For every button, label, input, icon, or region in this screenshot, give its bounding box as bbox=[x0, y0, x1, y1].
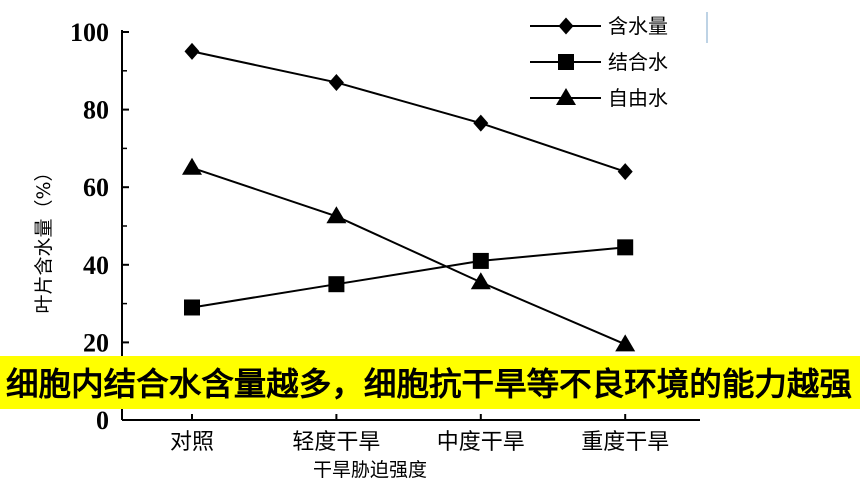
series-layer bbox=[182, 42, 636, 352]
total-water-point bbox=[328, 73, 344, 91]
total-water-point bbox=[473, 114, 489, 132]
legend-label: 结合水 bbox=[608, 50, 668, 74]
total-water-point bbox=[617, 163, 633, 181]
banner-background bbox=[0, 356, 860, 409]
y-axis-label: 叶片含水量（%） bbox=[33, 162, 55, 313]
x-tick-label: 轻度干旱 bbox=[292, 430, 380, 455]
x-tick-label: 中度干旱 bbox=[437, 430, 525, 455]
total-water-series bbox=[184, 42, 633, 181]
banner: 细胞内结合水含量越多，细胞抗干旱等不良环境的能力越强 bbox=[0, 356, 860, 409]
bound-water-line bbox=[191, 246, 626, 309]
y-tick-label: 40 bbox=[83, 251, 109, 280]
y-tick-label: 80 bbox=[83, 96, 109, 125]
legend-marker bbox=[556, 88, 576, 105]
x-tick-label: 对照 bbox=[170, 430, 214, 455]
bound-water-point bbox=[617, 239, 634, 256]
y-axis-ticks: 0 20 40 60 80 100 bbox=[70, 18, 129, 435]
y-tick-label: 100 bbox=[70, 18, 109, 47]
y-tick-label: 20 bbox=[83, 328, 109, 357]
free-water-point bbox=[326, 206, 347, 224]
banner-text: 细胞内结合水含量越多，细胞抗干旱等不良环境的能力越强 bbox=[6, 365, 852, 403]
bound-water-point bbox=[328, 276, 345, 293]
total-water-point bbox=[184, 42, 200, 60]
legend-marker bbox=[558, 54, 574, 70]
legend-item-total-water: 含水量 bbox=[530, 14, 668, 38]
legend-marker bbox=[558, 17, 574, 35]
bound-water-series bbox=[184, 239, 634, 316]
legend-item-bound-water: 结合水 bbox=[530, 50, 668, 74]
free-water-point bbox=[615, 334, 636, 352]
legend-item-free-water: 自由水 bbox=[530, 86, 668, 110]
y-tick-label: 60 bbox=[83, 173, 109, 202]
free-water-point bbox=[182, 157, 202, 175]
x-tick-label: 重度干旱 bbox=[581, 430, 669, 455]
total-water-line bbox=[191, 50, 626, 173]
bound-water-point bbox=[472, 252, 489, 269]
y-tick-label: 0 bbox=[96, 406, 109, 435]
x-axis-tick-labels: 对照 轻度干旱 中度干旱 重度干旱 bbox=[170, 430, 669, 455]
free-water-point bbox=[470, 272, 491, 290]
x-axis-label: 干旱胁迫强度 bbox=[313, 459, 427, 481]
free-water-series bbox=[182, 157, 636, 352]
legend-label: 自由水 bbox=[608, 86, 668, 110]
bound-water-point bbox=[184, 299, 200, 316]
axes bbox=[121, 30, 700, 421]
legend-label: 含水量 bbox=[608, 14, 668, 38]
free-water-line bbox=[191, 166, 626, 346]
